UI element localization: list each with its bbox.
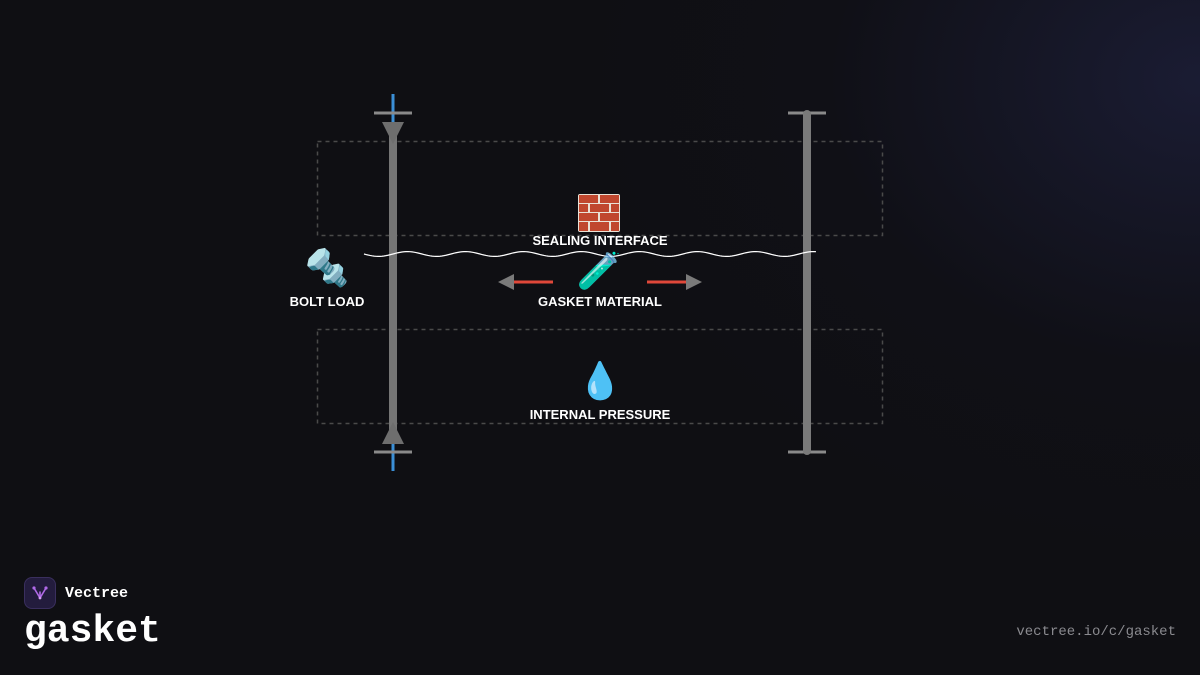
page-title: gasket	[24, 610, 161, 653]
vectree-logo-icon	[24, 577, 56, 609]
brick-wall-icon	[578, 194, 620, 232]
internal-pressure-label: INTERNAL PRESSURE	[529, 407, 671, 422]
gasket-material-label: GASKET MATERIAL	[538, 294, 662, 309]
brand: Vectree	[24, 577, 128, 609]
sealing-interface-line	[363, 250, 817, 258]
sealing-interface-label: SEALING INTERFACE	[532, 233, 668, 248]
upper-flange-region	[316, 140, 884, 237]
page-url: vectree.io/c/gasket	[1016, 624, 1176, 640]
test-tube-icon: 🧪	[576, 251, 622, 292]
right-arrow-head	[686, 274, 702, 290]
nut-and-bolt-icon: 🔩	[304, 248, 350, 289]
left-arrow-head	[498, 274, 514, 290]
left-bolt-bottom-arrow	[382, 422, 404, 444]
right-bolt-shaft	[803, 110, 811, 455]
left-bolt-top-arrow	[382, 122, 404, 144]
brand-name: Vectree	[65, 584, 129, 602]
bolt-load-label: BOLT LOAD	[289, 294, 365, 309]
lower-flange-region	[316, 328, 884, 425]
droplet-icon: 💧	[577, 361, 623, 402]
left-bolt-shaft	[389, 132, 397, 430]
